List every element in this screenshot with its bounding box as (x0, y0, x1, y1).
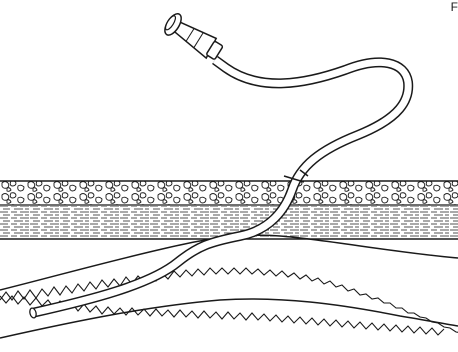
figure-label: F (451, 0, 458, 14)
subcutaneous-layer (0, 181, 458, 205)
catheter-hub (162, 11, 226, 63)
vessel (0, 235, 458, 343)
vessel-upper-wall (0, 235, 458, 290)
